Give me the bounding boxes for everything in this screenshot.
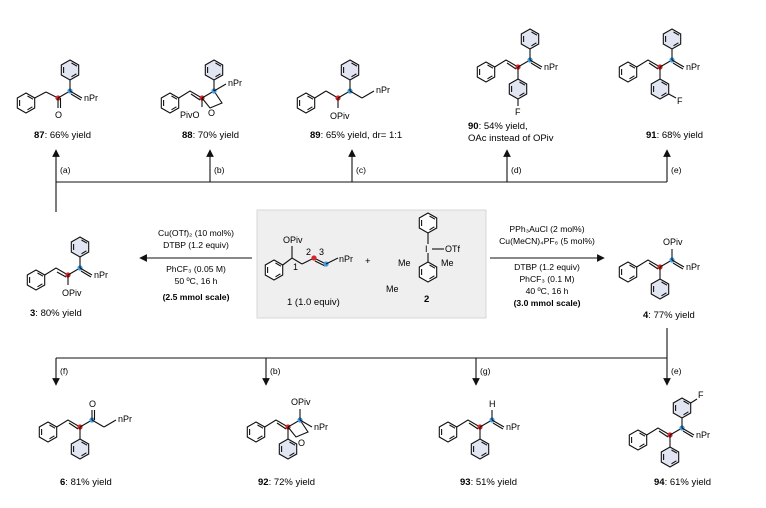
- svg-text:88: 70% yield: 88: 70% yield: [182, 130, 239, 141]
- svg-text:nPr: nPr: [94, 270, 108, 280]
- starting-materials-box: OPiv 1 2 3 nPr 1 (1.0 equiv) + I OTf Me …: [256, 209, 487, 319]
- arrow-label-b2: (b): [270, 366, 281, 376]
- svg-text:DTBP (1.2 equiv): DTBP (1.2 equiv): [163, 240, 229, 250]
- arrow-label-g: (g): [480, 366, 491, 376]
- top-branch-lines: [52, 149, 671, 212]
- svg-text:nPr: nPr: [506, 422, 520, 432]
- svg-text:PPh₃AuCl (2 mol%): PPh₃AuCl (2 mol%): [509, 224, 584, 234]
- svg-text:nPr: nPr: [314, 422, 328, 432]
- svg-text:87: 66% yield: 87: 66% yield: [34, 130, 91, 141]
- svg-text:Cu(MeCN)₄PF₆ (5 mol%): Cu(MeCN)₄PF₆ (5 mol%): [499, 236, 595, 246]
- svg-text:Me: Me: [398, 258, 411, 268]
- svg-text:F: F: [698, 390, 704, 400]
- svg-text:O: O: [298, 438, 305, 448]
- svg-text:H: H: [489, 399, 496, 409]
- svg-text:(3.0 mmol scale): (3.0 mmol scale): [514, 298, 581, 308]
- bottom-branch-lines: [52, 328, 671, 386]
- svg-text:3: 80% yield: 3: 80% yield: [30, 308, 82, 319]
- svg-text:4: 77% yield: 4: 77% yield: [643, 310, 695, 321]
- svg-text:nPr: nPr: [228, 78, 242, 88]
- product-92: O OPiv nPr 92: 72% yield: [246, 397, 328, 488]
- svg-text:50 ºC, 16 h: 50 ºC, 16 h: [175, 276, 218, 286]
- svg-text:89: 65% yield, dr= 1:1: 89: 65% yield, dr= 1:1: [310, 130, 402, 141]
- product-88: PivO O nPr 88: 70% yield: [160, 59, 242, 141]
- svg-text:94: 61% yield: 94: 61% yield: [654, 477, 711, 488]
- svg-text:92: 72% yield: 92: 72% yield: [258, 477, 315, 488]
- svg-text:PhCF₃ (0.05 M): PhCF₃ (0.05 M): [166, 264, 226, 274]
- svg-text:nPr: nPr: [84, 93, 98, 103]
- svg-text:OPiv: OPiv: [62, 288, 82, 298]
- svg-text:I: I: [425, 244, 428, 254]
- arrow-label-c: (c): [356, 165, 366, 175]
- svg-text:nPr: nPr: [686, 262, 700, 272]
- left-conditions: Cu(OTf)₂ (10 mol%) DTBP (1.2 equiv) PhCF…: [158, 228, 234, 302]
- svg-text:nPr: nPr: [118, 414, 132, 424]
- svg-text:OAc instead of OPiv: OAc instead of OPiv: [468, 133, 554, 144]
- svg-text:3: 3: [319, 247, 324, 257]
- svg-text:O: O: [89, 399, 96, 409]
- substrate-label: 1 (1.0 equiv): [287, 297, 340, 308]
- svg-text:1: 1: [293, 262, 298, 272]
- product-4: OPiv nPr 4: 77% yield: [618, 237, 700, 321]
- product-94: F nPr 94: 61% yield: [628, 390, 711, 488]
- svg-text:nPr: nPr: [376, 85, 390, 95]
- svg-text:DTBP (1.2 equiv): DTBP (1.2 equiv): [514, 262, 580, 272]
- reagent-label: 2: [424, 294, 429, 305]
- arrow-label-e2: (e): [671, 366, 682, 376]
- svg-text:O: O: [55, 110, 62, 120]
- arrow-label-b: (b): [214, 165, 225, 175]
- svg-text:PhCF₃ (0.1 M): PhCF₃ (0.1 M): [519, 274, 574, 284]
- product-3: OPiv nPr 3: 80% yield: [26, 236, 108, 319]
- svg-text:93: 51% yield: 93: 51% yield: [460, 477, 517, 488]
- product-90: F nPr 90: 54% yield, OAc instead of OPiv: [468, 28, 558, 144]
- svg-text:6: 81% yield: 6: 81% yield: [60, 477, 112, 488]
- svg-text:(2.5 mmol scale): (2.5 mmol scale): [163, 292, 230, 302]
- svg-text:91: 68% yield: 91: 68% yield: [646, 130, 703, 141]
- svg-text:PivO: PivO: [180, 110, 200, 120]
- svg-text:OPiv: OPiv: [663, 237, 683, 247]
- svg-text:F: F: [677, 96, 683, 106]
- arrow-label-d: (d): [511, 165, 522, 175]
- arrow-label-f: (f): [60, 366, 68, 376]
- svg-text:nPr: nPr: [696, 430, 710, 440]
- svg-text:Me: Me: [441, 258, 454, 268]
- product-93: H nPr 93: 51% yield: [438, 399, 520, 488]
- arrow-label-e: (e): [671, 165, 682, 175]
- svg-text:OPiv: OPiv: [283, 235, 303, 245]
- svg-text:40 ºC, 16 h: 40 ºC, 16 h: [526, 286, 569, 296]
- product-89: OPiv nPr 89: 65% yield, dr= 1:1: [296, 59, 402, 141]
- product-91: F nPr 91: 68% yield: [618, 28, 703, 141]
- svg-text:OTf: OTf: [445, 244, 460, 254]
- product-87: O nPr 87: 66% yield: [16, 59, 98, 141]
- svg-text:+: +: [365, 256, 371, 267]
- right-conditions: PPh₃AuCl (2 mol%) Cu(MeCN)₄PF₆ (5 mol%) …: [499, 224, 595, 308]
- svg-text:Cu(OTf)₂ (10 mol%): Cu(OTf)₂ (10 mol%): [158, 228, 234, 238]
- svg-text:OPiv: OPiv: [291, 397, 311, 407]
- svg-text:O: O: [208, 108, 215, 118]
- svg-text:2: 2: [306, 247, 311, 257]
- arrow-label-a: (a): [60, 165, 71, 175]
- svg-text:90: 54% yield,: 90: 54% yield,: [468, 121, 528, 132]
- svg-text:F: F: [515, 107, 521, 117]
- product-6: O nPr 6: 81% yield: [38, 399, 132, 488]
- svg-text:OPiv: OPiv: [330, 111, 350, 121]
- svg-text:nPr: nPr: [544, 62, 558, 72]
- svg-text:Me: Me: [386, 284, 399, 294]
- svg-text:nPr: nPr: [686, 62, 700, 72]
- svg-text:nPr: nPr: [339, 254, 353, 264]
